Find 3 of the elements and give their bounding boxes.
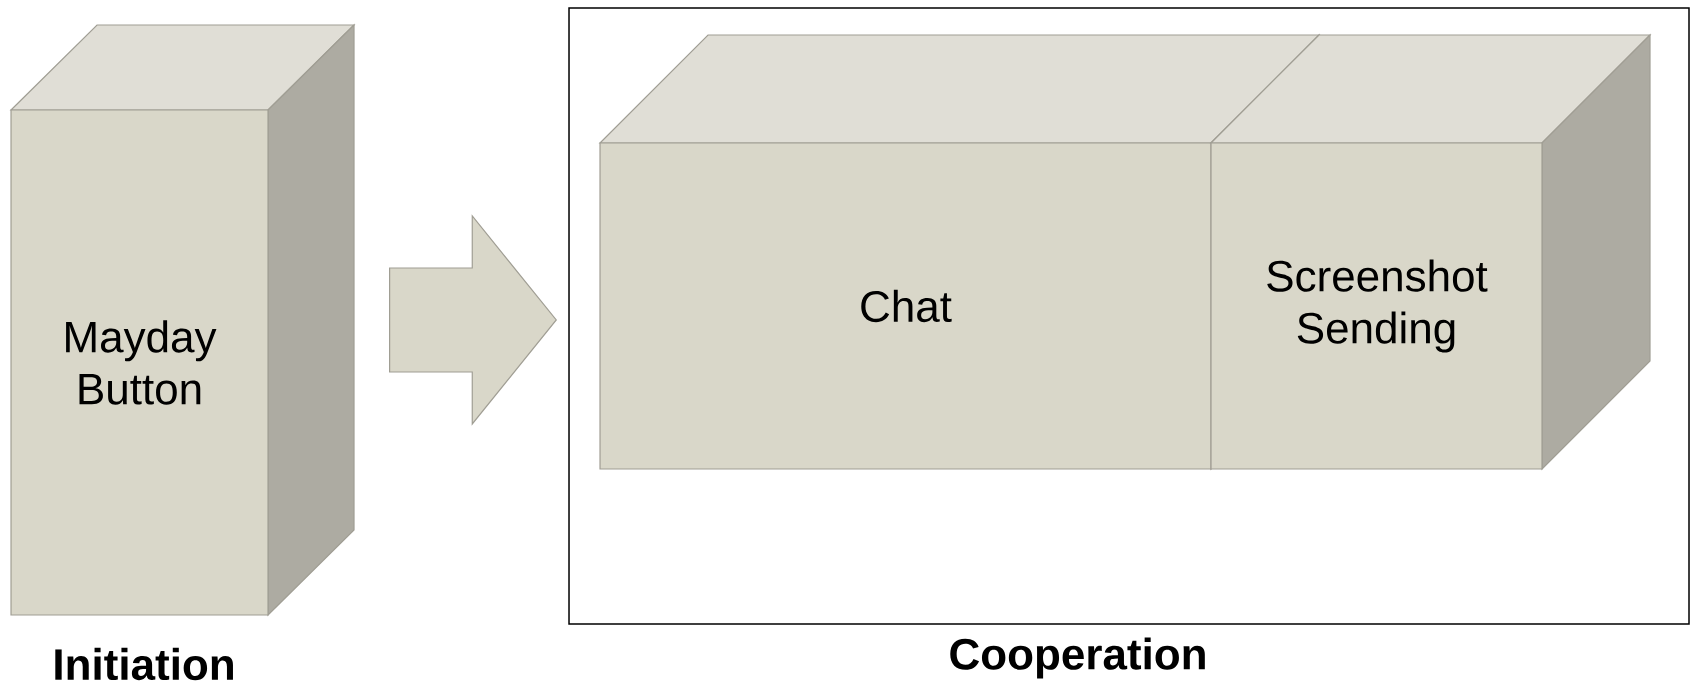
block-arrow [389,214,558,426]
caption-label: Initiation [55,647,233,681]
node-label: Cooperation [950,637,1205,679]
